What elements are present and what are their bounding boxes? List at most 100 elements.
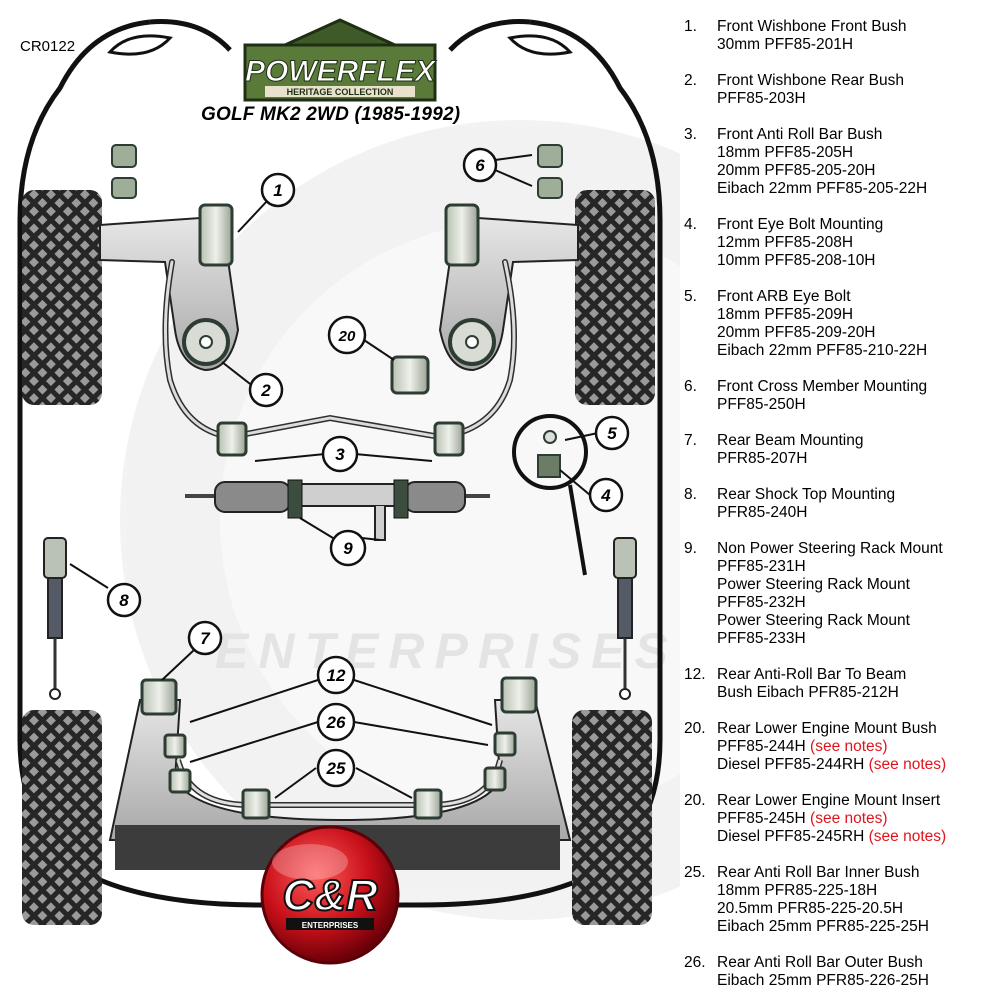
part-text: Rear Lower Engine Mount Bush xyxy=(717,720,937,737)
svg-text:25: 25 xyxy=(326,759,346,778)
part-text: 10mm PFF85-208-10H xyxy=(717,252,876,269)
rear-right-shock xyxy=(613,537,637,700)
rear-left-shock xyxy=(43,537,67,700)
legend-item-line: 20mm PFF85-205-20H xyxy=(717,162,996,180)
legend-item-number: 26. xyxy=(684,954,706,971)
legend-item-number: 5. xyxy=(684,288,697,305)
legend-item-line: PFF85-244H (see notes) xyxy=(717,738,996,756)
see-notes-link: (see notes) xyxy=(810,738,888,755)
legend-item-line: PFF85-232H xyxy=(717,594,996,612)
svg-text:POWERFLEX: POWERFLEX xyxy=(245,55,437,88)
part-text: Non Power Steering Rack Mount xyxy=(717,540,943,557)
callout-3: 3 xyxy=(321,435,359,473)
legend-item-line: Front Wishbone Front Bush xyxy=(717,18,996,36)
part-text: Rear Shock Top Mounting xyxy=(717,486,896,503)
front-arb-bushes xyxy=(216,421,465,457)
callout-5: 5 xyxy=(594,415,630,451)
part-text: Eibach 22mm PFF85-210-22H xyxy=(717,342,928,359)
callout-1: 1 xyxy=(260,172,296,208)
part-text: Front ARB Eye Bolt xyxy=(717,288,851,305)
callouts: 1 2 3 4 5 6 7 8 9 12 20 25 26 xyxy=(106,147,630,788)
legend-item-line: Diesel PFF85-245RH (see notes) xyxy=(717,828,996,846)
legend-item-line: PFF85-250H xyxy=(717,396,996,414)
legend-item-line: Rear Beam Mounting xyxy=(717,432,996,450)
part-text: 18mm PFF85-209H xyxy=(717,306,854,323)
svg-text:20: 20 xyxy=(338,328,356,345)
legend-item-number: 3. xyxy=(684,126,697,143)
legend-item-line: Eibach 22mm PFF85-205-22H xyxy=(717,180,996,198)
legend-item-line: Power Steering Rack Mount xyxy=(717,612,996,630)
front-right-wishbone xyxy=(438,203,579,372)
legend-item-line: Front Anti Roll Bar Bush xyxy=(717,126,996,144)
legend-item-line: Non Power Steering Rack Mount xyxy=(717,540,996,558)
part-text: Power Steering Rack Mount xyxy=(717,612,910,629)
svg-text:7: 7 xyxy=(200,629,211,648)
svg-text:HERITAGE COLLECTION: HERITAGE COLLECTION xyxy=(287,87,394,97)
part-text: PFF85-244H xyxy=(717,738,806,755)
diagram-code: CR0122 xyxy=(20,38,76,55)
svg-text:1: 1 xyxy=(273,181,282,200)
legend-item-number: 6. xyxy=(684,378,697,395)
part-text: PFR85-240H xyxy=(717,504,808,521)
legend-item-number: 25. xyxy=(684,864,706,881)
legend-item-line: PFR85-207H xyxy=(717,450,996,468)
callout-25: 25 xyxy=(316,748,356,788)
legend-item-line: PFF85-245H (see notes) xyxy=(717,810,996,828)
part-text: Rear Lower Engine Mount Insert xyxy=(717,792,941,809)
leader-lines xyxy=(69,154,599,799)
legend-item-line: Rear Lower Engine Mount Insert xyxy=(717,792,996,810)
front-cross-member-bushes xyxy=(111,144,563,199)
see-notes-link: (see notes) xyxy=(868,828,947,845)
legend-item-number: 12. xyxy=(684,666,706,683)
legend-item-line: 18mm PFF85-205H xyxy=(717,144,996,162)
part-text: Rear Anti Roll Bar Inner Bush xyxy=(717,864,920,881)
legend-item-line: PFF85-233H xyxy=(717,630,996,648)
legend-item-line: PFR85-240H xyxy=(717,504,996,522)
watermark-text: ENTERPRISES xyxy=(215,623,678,679)
callout-12: 12 xyxy=(316,655,356,695)
part-text: Eibach 25mm PFR85-226-25H xyxy=(717,972,929,989)
see-notes-link: (see notes) xyxy=(868,756,947,773)
part-text: 12mm PFF85-208H xyxy=(717,234,854,251)
legend-item-line: PFF85-203H xyxy=(717,90,996,108)
part-text: Front Cross Member Mounting xyxy=(717,378,928,395)
part-text: Power Steering Rack Mount xyxy=(717,576,910,593)
steering-rack xyxy=(185,479,490,541)
svg-text:12: 12 xyxy=(327,666,346,685)
legend-item-number: 20. xyxy=(684,792,706,809)
part-text: Eibach 22mm PFF85-205-22H xyxy=(717,180,928,197)
svg-text:C&R: C&R xyxy=(282,871,378,920)
legend-item-line: Rear Anti Roll Bar Inner Bush xyxy=(717,864,996,882)
eye-bolt-detail xyxy=(512,414,588,576)
legend-item-line: Eibach 25mm PFR85-225-25H xyxy=(717,918,996,936)
callout-2: 2 xyxy=(248,372,284,408)
svg-text:9: 9 xyxy=(343,539,353,558)
watermark: ENTERPRISES xyxy=(120,120,680,920)
part-text: Rear Beam Mounting xyxy=(717,432,864,449)
part-text: Bush Eibach PFR85-212H xyxy=(717,684,899,701)
part-text: Front Anti Roll Bar Bush xyxy=(717,126,883,143)
svg-text:6: 6 xyxy=(475,156,485,175)
svg-text:8: 8 xyxy=(119,591,129,610)
part-text: 20.5mm PFR85-225-20.5H xyxy=(717,900,904,917)
front-right-tyre xyxy=(575,190,655,405)
rear-right-tyre xyxy=(572,710,652,925)
part-text: 18mm PFR85-225-18H xyxy=(717,882,878,899)
part-text: Diesel PFF85-244RH xyxy=(717,756,865,773)
vehicle-title: GOLF MK2 2WD (1985-1992) xyxy=(201,104,461,125)
part-text: Front Wishbone Rear Bush xyxy=(717,72,904,89)
legend-item-number: 2. xyxy=(684,72,697,89)
svg-text:ENTERPRISES: ENTERPRISES xyxy=(302,921,359,930)
front-left-wishbone xyxy=(99,203,240,372)
callout-26: 26 xyxy=(316,702,356,742)
legend-item-line: Eibach 25mm PFR85-226-25H xyxy=(717,972,996,990)
legend-item-line: 18mm PFR85-225-18H xyxy=(717,882,996,900)
